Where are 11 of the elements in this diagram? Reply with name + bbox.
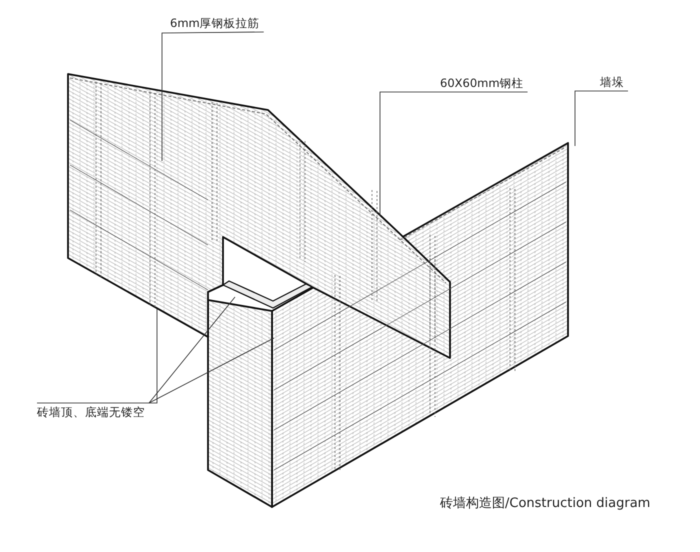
leader-line bbox=[574, 90, 628, 146]
callout-label: 60X60mm钢柱 bbox=[440, 75, 524, 91]
callout-label: 砖墙顶、底端无镂空 bbox=[37, 404, 145, 420]
leader-line bbox=[148, 296, 236, 404]
callout-label: 6mm厚钢板拉筋 bbox=[170, 15, 260, 31]
leader-line bbox=[380, 92, 528, 216]
leader-line bbox=[148, 338, 274, 404]
callout-label: 墙垛 bbox=[600, 74, 624, 90]
leader-line bbox=[162, 32, 264, 162]
caption: 砖墙构造图/Construction diagram bbox=[440, 495, 650, 512]
leader-line bbox=[36, 308, 158, 404]
